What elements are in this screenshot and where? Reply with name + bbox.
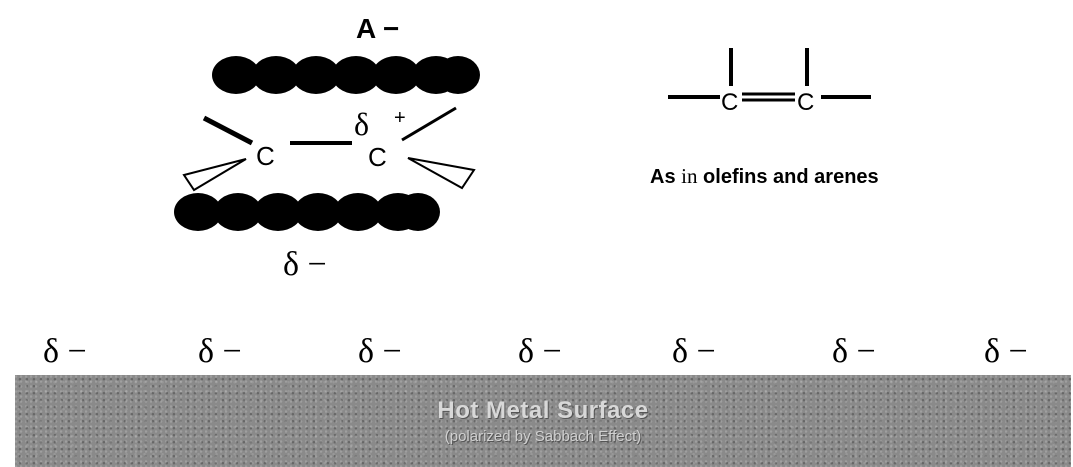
wedge-bond-left (182, 158, 247, 192)
atom (372, 56, 420, 94)
atom (396, 193, 440, 231)
surface-charge: δ − (358, 333, 402, 370)
hot-metal-surface: Hot Metal Surface (polarized by Sabbach … (15, 375, 1071, 467)
atom (332, 56, 380, 94)
atom (254, 193, 302, 231)
carbon-right: C (368, 142, 387, 172)
atom (212, 56, 260, 94)
olefin-carbon-right: C (797, 89, 814, 116)
surface-subtitle: (polarized by Sabbach Effect) (444, 428, 642, 445)
surface-charge: δ − (43, 333, 87, 370)
plus-sign: + (394, 107, 406, 129)
surface-charge: δ − (832, 333, 876, 370)
surface-charge: δ − (672, 333, 716, 370)
surface-title: Hot Metal Surface (437, 397, 649, 424)
caption-mid: in (681, 164, 698, 188)
atom (292, 56, 340, 94)
atom (252, 56, 300, 94)
wedge-bond-right (407, 157, 476, 190)
atom (334, 193, 382, 231)
atom (174, 193, 222, 231)
surface-charge: δ − (198, 333, 242, 370)
bond-upper-left (202, 115, 254, 146)
caption-prefix: As (650, 166, 676, 188)
olefin-structure (668, 48, 871, 102)
atom (294, 193, 342, 231)
bottom-atom-layer (174, 193, 440, 231)
delta-plus-symbol: δ (354, 106, 369, 142)
atom (214, 193, 262, 231)
carbon-left: C (256, 141, 275, 171)
olefin-caption: As in olefins and arenes (650, 164, 879, 189)
atom (436, 56, 480, 94)
adsorbed-molecule (182, 106, 476, 192)
olefin-carbon-left: C (721, 89, 738, 116)
bond-upper-right (401, 106, 457, 142)
top-charge-label: A − (356, 13, 399, 44)
bottom-charge-label: δ − (283, 246, 327, 283)
caption-suffix: olefins and arenes (703, 166, 879, 188)
surface-charge-row: δ − δ − δ − δ − δ − δ − δ − (0, 333, 1073, 373)
top-atom-layer (212, 56, 480, 94)
surface-charge: δ − (984, 333, 1028, 370)
surface-charge: δ − (518, 333, 562, 370)
